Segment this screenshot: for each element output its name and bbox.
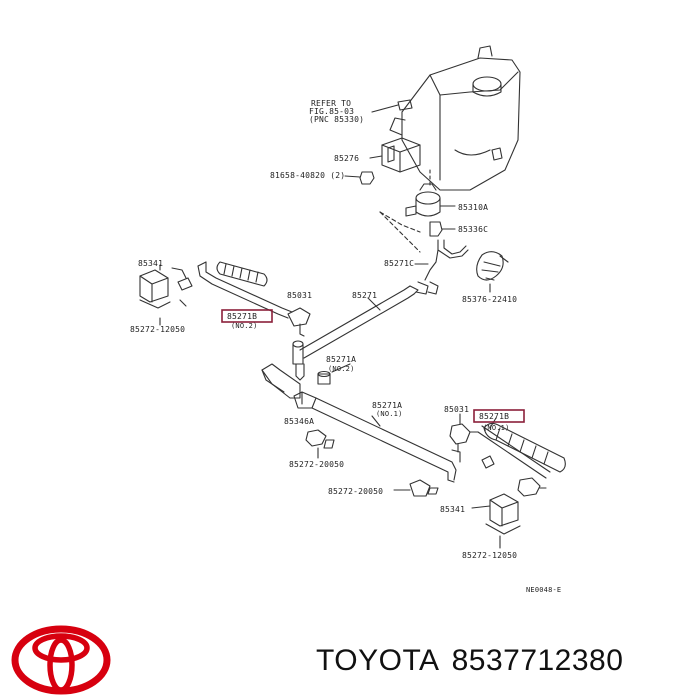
clamp-85341-left	[139, 267, 193, 309]
label-85031: 85031	[287, 291, 312, 300]
hose-85271C	[424, 239, 469, 281]
label-85376: 85376-22410	[462, 295, 517, 304]
label-85271B-right-no: (NO.1)	[483, 424, 510, 432]
toyota-logo-icon	[11, 625, 111, 695]
hose-85376-coil	[476, 251, 509, 281]
refer-bracket	[397, 99, 413, 111]
hose-85271A-no2	[317, 370, 331, 385]
label-85271B-left: 85271B	[227, 312, 257, 321]
hose-85271B-left	[197, 261, 293, 319]
label-85346A: 85346A	[284, 417, 314, 426]
leader-85276	[369, 155, 383, 159]
label-85341-right: 85341	[440, 505, 465, 514]
clamp-85341-right	[485, 477, 547, 535]
label-85272-right: 85272-12050	[462, 551, 517, 560]
clamp-85272-20050-a	[305, 429, 335, 449]
part-number: 8537712380	[451, 644, 624, 677]
label-85271: 85271	[352, 291, 377, 300]
label-85272-left: 85272-12050	[130, 325, 185, 334]
label-81658: 81658-40820 (2)	[270, 171, 345, 180]
label-85271A-no2: 85271A	[326, 355, 356, 364]
label-85271A-no1-sub: (NO.1)	[376, 410, 403, 418]
refer-leader	[371, 104, 399, 113]
bolt-81658-icon	[344, 171, 375, 185]
label-85310A: 85310A	[458, 203, 488, 212]
brand-name: TOYOTA	[316, 644, 440, 677]
figure-code: NE0048-E	[526, 586, 561, 594]
brand-caption: TOYOTA 8537712380	[316, 644, 635, 678]
label-85271A-no1: 85271A	[372, 401, 402, 410]
label-85272-20050-a: 85272-20050	[289, 460, 344, 469]
refer-note-line3: (PNC 85330)	[309, 115, 364, 124]
label-85271A-no2-sub: (NO.2)	[328, 365, 355, 373]
hose-85271-main	[299, 281, 439, 359]
label-85341-left: 85341	[138, 259, 163, 268]
label-85336C: 85336C	[458, 225, 488, 234]
grommet-85336C	[429, 221, 443, 237]
check-valve-85031-right	[449, 423, 479, 453]
clamp-85272-20050-b	[409, 479, 439, 497]
highlight-box-left	[221, 309, 273, 323]
label-85276: 85276	[334, 154, 359, 163]
refer-note-line1: REFER TO	[311, 99, 351, 108]
hose-85271A-no1	[311, 397, 461, 483]
dashed-leader-1	[379, 211, 421, 233]
part-85276-block	[381, 137, 421, 173]
highlight-box-right	[473, 409, 525, 423]
pump-85310A	[405, 183, 456, 217]
label-85271B-left-no: (NO.2)	[231, 322, 258, 330]
label-85271C: 85271C	[384, 259, 414, 268]
refer-note-line2: FIG.85-03	[309, 107, 354, 116]
label-85272-20050-b: 85272-20050	[328, 487, 383, 496]
check-valve-85031	[287, 307, 311, 337]
washer-tank	[389, 45, 521, 191]
hose-85271B-right	[477, 422, 566, 479]
joint-85346A	[261, 340, 317, 409]
label-85031-right: 85031	[444, 405, 469, 414]
dashed-leader-2	[379, 211, 421, 253]
label-85271B-right: 85271B	[479, 412, 509, 421]
